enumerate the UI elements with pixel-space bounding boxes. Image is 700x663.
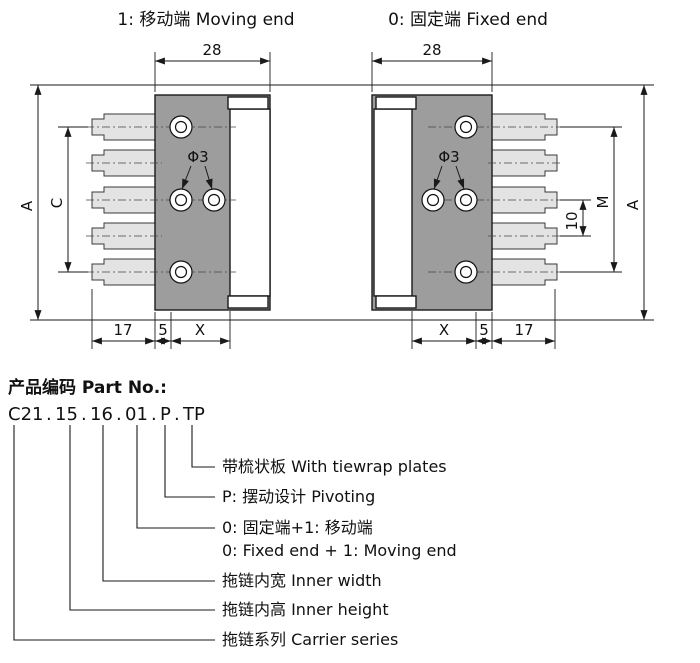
dim-x-right-label: X: [439, 321, 449, 339]
moving-end-title: 1: 移动端 Moving end: [117, 10, 294, 30]
legend-pivoting: P: 摆动设计 Pivoting: [222, 487, 375, 506]
fixed-end-figure: Φ3 28 10 M A: [371, 41, 648, 349]
code-separator: .: [174, 404, 180, 425]
dims-bottom-left: 17 5 X: [91, 289, 231, 349]
code-separator: .: [116, 404, 122, 425]
code-segment-inner-height: 15: [55, 404, 78, 425]
diameter-label-right: Φ3: [438, 148, 459, 166]
moving-end-bottom-slot: [227, 295, 269, 309]
dim-5-left-label: 5: [158, 321, 168, 339]
dim-x-left-label: X: [195, 321, 205, 339]
fixed-end-top-slot: [375, 96, 417, 110]
dim-m-label: M: [594, 196, 612, 209]
legend-ends-cn: 0: 固定端+1: 移动端: [222, 518, 373, 537]
code-segment-pivoting: P: [160, 404, 171, 425]
a-extension-lines: [30, 84, 654, 321]
dim-10-label: 10: [563, 211, 581, 230]
legend-inner-height: 拖链内高 Inner height: [222, 600, 389, 619]
moving-end-teeth: [91, 113, 158, 286]
dim-17-left-label: 17: [113, 321, 132, 339]
dim-10: 10: [560, 199, 591, 237]
diameter-callout-right: Φ3: [433, 148, 465, 190]
code-segment-tiewrap: TP: [182, 404, 205, 425]
moving-end-channel: [229, 108, 271, 297]
legend-tiewrap-plates: 带梳状板 With tiewrap plates: [222, 457, 447, 476]
moving-end-top-slot: [227, 96, 269, 110]
dim-a-left: A: [18, 85, 42, 320]
dim-5-right-label: 5: [479, 321, 489, 339]
code-separator: .: [151, 404, 157, 425]
fixed-end-bottom-slot: [375, 295, 417, 309]
dim-28-right: 28: [371, 41, 493, 92]
part-number-connectors: [13, 425, 215, 641]
moving-end-figure: Φ3 28 A C: [18, 41, 271, 349]
legend-inner-width: 拖链内宽 Inner width: [222, 571, 382, 590]
diameter-callout-left: Φ3: [181, 148, 213, 190]
code-segment-series: C21: [8, 404, 43, 425]
diameter-label-left: Φ3: [187, 148, 208, 166]
dims-bottom-right: X 5 17: [411, 289, 556, 349]
dim-a-right-label: A: [624, 199, 642, 210]
dim-c: C: [48, 126, 88, 273]
code-segment-inner-width: 16: [90, 404, 113, 425]
code-separator: .: [46, 404, 52, 425]
code-segment-ends: 01: [125, 404, 148, 425]
dim-28-left: 28: [154, 41, 271, 92]
dim-c-label: C: [48, 198, 66, 208]
dim-a-left-label: A: [18, 200, 36, 211]
dim-28-left-label: 28: [202, 41, 221, 59]
dim-a-right: A: [624, 85, 648, 320]
fixed-end-channel: [373, 108, 413, 297]
part-number-legend: 带梳状板 With tiewrap plates P: 摆动设计 Pivotin…: [222, 457, 457, 649]
legend-carrier-series: 拖链系列 Carrier series: [222, 630, 398, 649]
dim-m: M: [560, 126, 622, 273]
fixed-end-centerlines: [428, 126, 562, 273]
fixed-end-teeth: [491, 113, 558, 286]
dim-17-right-label: 17: [514, 321, 533, 339]
part-number-section: 产品编码 Part No.: C21 . 15 . 16 . 01 . P . …: [8, 377, 457, 649]
fixed-end-title: 0: 固定端 Fixed end: [388, 10, 548, 30]
legend-ends-en: 0: Fixed end + 1: Moving end: [222, 541, 457, 560]
part-number-code: C21 . 15 . 16 . 01 . P . TP: [8, 404, 205, 425]
code-separator: .: [81, 404, 87, 425]
dim-28-right-label: 28: [422, 41, 441, 59]
part-number-heading: 产品编码 Part No.:: [8, 377, 167, 398]
